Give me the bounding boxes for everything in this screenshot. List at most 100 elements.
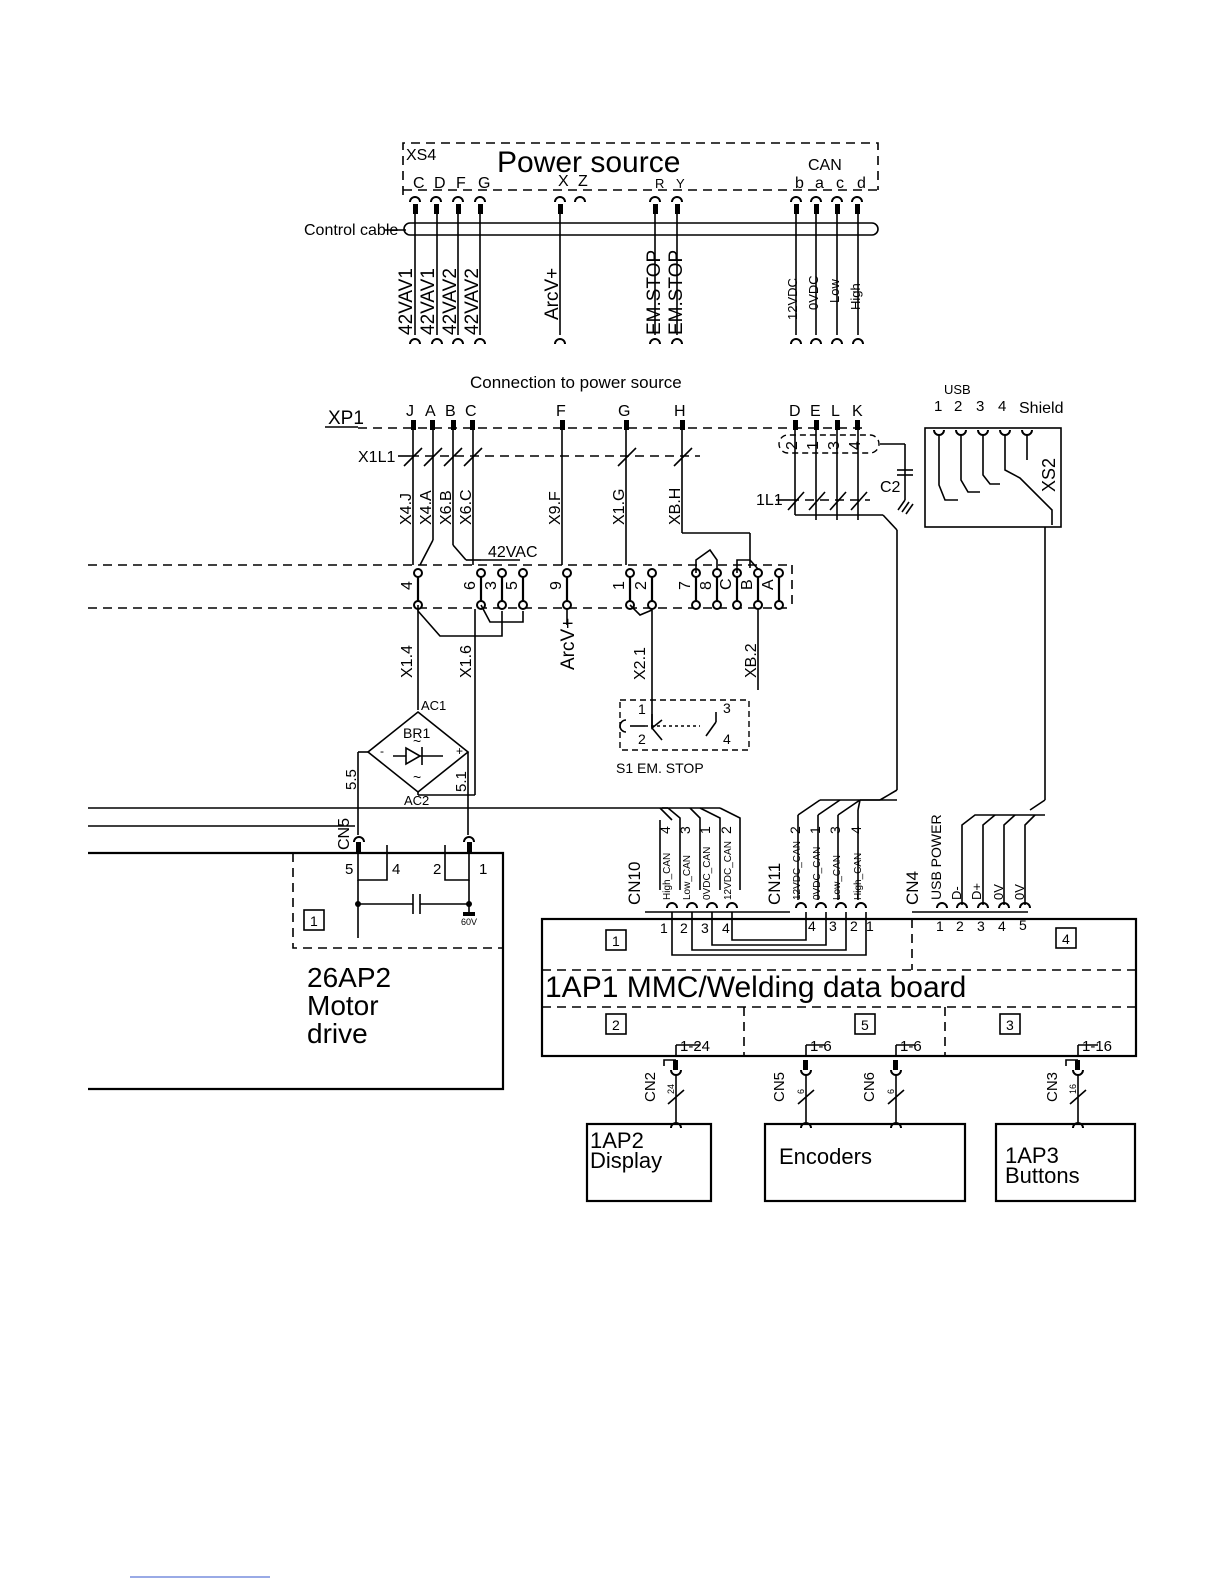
xp1-pin-E: E [810, 403, 821, 420]
bridge-plus: + [456, 744, 463, 758]
cn11-label: CN11 [765, 863, 784, 905]
board-section-1: 1 [612, 933, 620, 949]
can-pair-bundle: 2 1 3 4 C2 1L1 [756, 430, 914, 900]
term-8: 8 [698, 581, 715, 590]
encoders-title: Encoders [779, 1144, 872, 1169]
cn10-label: CN10 [625, 862, 644, 905]
ps-pin-Z: Z [578, 173, 588, 190]
wire-xb2: XB.2 [743, 643, 760, 678]
ps-pin-D: D [434, 175, 446, 192]
em-stop-switch: 1 2 3 4 S1 EM. STOP [616, 699, 750, 776]
xs2-label: XS2 [1039, 458, 1059, 492]
motor-cn5-label: CN5 [336, 818, 353, 850]
cn11-sig-low: Low_CAN [832, 855, 843, 900]
cn10-pin-4: 4 [722, 920, 730, 936]
cn6-link: CN6 6 [861, 1060, 905, 1129]
cn10-pin-2: 2 [680, 920, 688, 936]
buttons-title-1: 1AP3 [1005, 1143, 1059, 1168]
usb-pin-1: 1 [934, 398, 942, 415]
cn2-link: CN2 24 [642, 1059, 685, 1129]
wire-xbh: XB.H [667, 488, 684, 525]
motor-title-2: Motor [307, 990, 379, 1021]
cn11-wire-4: 4 [848, 826, 864, 834]
wire-x6b: X6.B [438, 490, 455, 525]
cn4-pin-2: 2 [956, 918, 964, 934]
cn11-pin-2: 2 [850, 918, 858, 934]
xp1-pin-F: F [556, 403, 566, 420]
cn4-sig-dminus: D- [949, 886, 964, 900]
term-2: 2 [633, 581, 650, 590]
cn11-pin-3: 3 [829, 918, 837, 934]
cn10-wire-1: 1 [697, 826, 713, 834]
bridge-wire-51: 5.1 [453, 771, 470, 792]
cn4-usb-power: USB POWER [928, 814, 944, 900]
term-C: C [718, 578, 735, 590]
can-label: CAN [808, 157, 842, 174]
cn5-link: CN5 6 [771, 1060, 815, 1129]
cn4-pin-4: 4 [998, 918, 1006, 934]
bridge-tilde-bottom: ~ [413, 769, 421, 785]
board-section-4: 4 [1062, 931, 1070, 947]
xp1-pin-D: D [789, 403, 801, 420]
sig-emstop-a: EM.STOP [644, 250, 665, 335]
main-board: 1AP1 MMC/Welding data board 1 4 2 5 3 CN… [540, 814, 1138, 1058]
term-5: 5 [504, 581, 521, 590]
s1-pin-3: 3 [723, 700, 731, 716]
term-6: 6 [462, 581, 479, 590]
motor-section: 1 [310, 913, 318, 929]
sig-12vdc: 12VDC [785, 278, 800, 320]
sig-42vav1-a: 42VAV1 [396, 268, 417, 335]
cn5-count: 6 [796, 1089, 806, 1094]
cn11-connector: CN11 2 1 3 4 12VDC_CAN 0VDC_CAN Low_CAN … [765, 826, 874, 934]
sig-42vav2-a: 42VAV2 [440, 268, 461, 335]
cn2-count: 24 [666, 1084, 676, 1094]
cn4-label: CN4 [903, 871, 922, 905]
cn10-sig-low: Low_CAN [682, 855, 693, 900]
cn10-pin-3: 3 [701, 920, 709, 936]
ps-pin-a: a [815, 175, 824, 192]
can-pair-2: 2 [784, 441, 801, 450]
ps-pin-b: b [795, 175, 804, 192]
control-cable-label: Control cable [304, 222, 398, 239]
sig-emstop-b: EM.STOP [666, 250, 687, 335]
motor-pin-1: 1 [479, 861, 487, 878]
x1l1-label: X1L1 [358, 449, 395, 466]
range-cn3: 1-16 [1082, 1038, 1112, 1055]
cn4-connector: CN4 USB POWER D- D+ 0V 0V 1 2 3 4 5 [903, 814, 1045, 934]
cn11-wire-2: 2 [787, 826, 803, 834]
board-section-2: 2 [612, 1017, 620, 1033]
board-title: 1AP1 MMC/Welding data board [545, 971, 966, 1004]
board-section-5: 5 [861, 1017, 869, 1033]
sig-arcv: ArcV+ [542, 268, 563, 320]
display-title-2: Display [590, 1148, 662, 1173]
cn4-sig-0v-b: 0V [1012, 884, 1027, 900]
xp1-pin-C: C [465, 403, 477, 420]
motor-pin-5: 5 [345, 861, 353, 878]
term-A: A [760, 579, 777, 590]
cn10-sig-high: High_CAN [662, 853, 673, 900]
range-cn5: 1-6 [810, 1038, 832, 1055]
xs4-label: XS4 [406, 147, 436, 164]
s1-label: S1 EM. STOP [616, 760, 704, 776]
xp1-label: XP1 [328, 408, 364, 429]
cn2-label: CN2 [642, 1072, 659, 1102]
cn3-link: CN3 16 [1044, 1059, 1087, 1129]
term-4: 4 [399, 581, 416, 590]
cn10-pin-1: 1 [660, 920, 668, 936]
term-1: 1 [611, 581, 628, 590]
connection-caption: Connection to power source [470, 373, 682, 392]
xp1-block: Connection to power source XP1 J A B C F… [325, 373, 914, 900]
motor-drive: CN5 5 4 2 1 60V 1 26AP2 Motor drive [88, 818, 505, 1091]
bridge-name: BR1 [403, 725, 430, 741]
display-title-1: 1AP2 [590, 1128, 644, 1153]
range-cn6: 1-6 [900, 1038, 922, 1055]
cn6-count: 6 [886, 1089, 896, 1094]
buttons-title-2: Buttons [1005, 1163, 1080, 1188]
usb-block: USB 1 2 3 4 Shield XS2 [924, 382, 1063, 811]
ps-pin-R: R [655, 176, 664, 191]
cn4-pin-5: 5 [1019, 917, 1027, 933]
cn5-label: CN5 [771, 1072, 788, 1102]
usb-pin-shield: Shield [1019, 400, 1063, 417]
usb-pin-4: 4 [998, 398, 1006, 415]
bridge-minus: - [380, 744, 384, 758]
